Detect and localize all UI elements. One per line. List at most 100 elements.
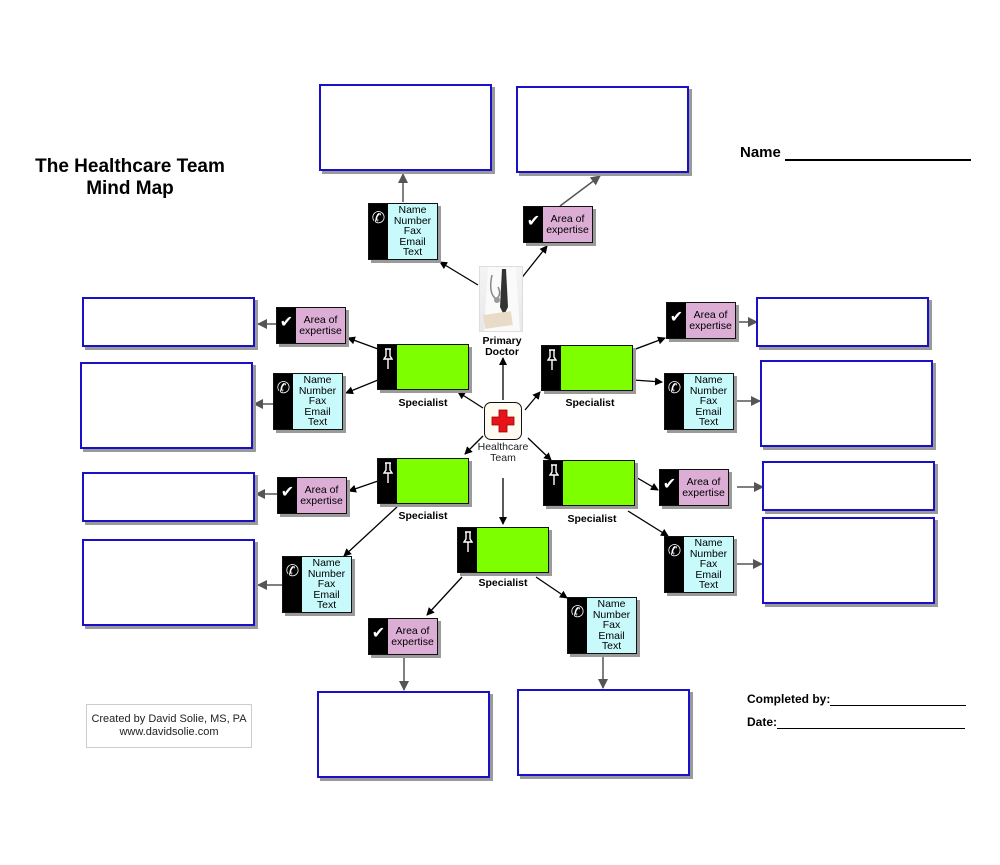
contact-fax: Fax: [308, 395, 327, 408]
contact-number: Number: [393, 214, 432, 227]
primary-doctor-line-1: Primary: [482, 335, 522, 347]
contact-text: Text: [698, 579, 719, 592]
blank-box[interactable]: [319, 84, 492, 171]
area-line-2: expertise: [546, 223, 589, 236]
area-line-2: expertise: [689, 319, 732, 332]
area-line-2: expertise: [300, 494, 343, 507]
contact-name: Name: [303, 374, 332, 387]
contact-number: Number: [298, 384, 337, 397]
connector: [632, 336, 666, 351]
blank-box[interactable]: [82, 297, 255, 347]
specialist-box[interactable]: [457, 527, 549, 573]
contact-fax: Fax: [602, 619, 621, 632]
connector: [464, 435, 484, 455]
credit-website: www.davidsolie.com: [119, 726, 219, 738]
specialist-box[interactable]: [543, 460, 635, 506]
contact-number: Number: [592, 608, 631, 621]
specialist-label: Specialist: [567, 513, 617, 525]
blank-box[interactable]: [516, 86, 689, 173]
doctor-icon: [483, 267, 520, 331]
phone-icon: ✆: [274, 374, 293, 429]
blank-box[interactable]: [82, 539, 255, 626]
date-label: Date:: [747, 715, 778, 729]
contact-email: Email: [304, 405, 331, 418]
phone-icon: ✆: [283, 557, 302, 612]
hub-label-line-1: Healthcare: [477, 441, 529, 453]
connector: [535, 576, 568, 599]
area-line-2: expertise: [682, 486, 725, 499]
area-line-1: Area of: [303, 314, 338, 326]
red-cross-icon: [491, 409, 515, 433]
contact-email: Email: [313, 588, 340, 601]
blank-box[interactable]: [80, 362, 253, 449]
name-underline[interactable]: [784, 145, 971, 161]
blank-box[interactable]: [517, 689, 690, 776]
connector: [527, 437, 552, 461]
phone-icon: ✆: [568, 598, 587, 653]
blank-box[interactable]: [760, 360, 933, 447]
connector: [457, 391, 484, 409]
contact-number: Number: [307, 567, 346, 580]
contact-email: Email: [399, 235, 426, 248]
name-field[interactable]: Name: [740, 144, 971, 161]
connector: [347, 336, 379, 350]
connector: [632, 377, 663, 386]
blank-box[interactable]: [762, 517, 935, 604]
pushpin-icon: [542, 346, 561, 390]
completed-by-underline[interactable]: [830, 694, 967, 706]
specialist-field[interactable]: [397, 345, 468, 389]
doctor-photo: [479, 266, 523, 332]
phone-icon: ✆: [665, 537, 684, 592]
area-line-1: Area of: [550, 213, 585, 225]
credit-author: Created by David Solie, MS, PA: [91, 713, 247, 725]
specialist-field[interactable]: [397, 459, 468, 503]
pushpin-icon: [378, 345, 397, 389]
contact-fax: Fax: [317, 578, 336, 591]
connector: [345, 379, 379, 395]
specialist-box[interactable]: [541, 345, 633, 391]
contact-text: Text: [402, 246, 423, 259]
connector: [439, 261, 479, 286]
specialist-box[interactable]: [377, 344, 469, 390]
specialist-field[interactable]: [563, 461, 634, 505]
healthcare-team-hub: [484, 402, 522, 440]
specialist-field[interactable]: [561, 346, 632, 390]
date-underline[interactable]: [777, 717, 966, 729]
completed-by-field[interactable]: Completed by:: [747, 692, 967, 706]
checkmark-icon: ✔: [369, 619, 388, 654]
specialist-label: Specialist: [398, 510, 448, 522]
contact-number: Number: [689, 384, 728, 397]
phone-icon: ✆: [665, 374, 684, 429]
contact-name: Name: [312, 557, 341, 570]
blank-box[interactable]: [756, 297, 929, 347]
blank-box[interactable]: [762, 461, 935, 511]
specialist-label: Specialist: [565, 397, 615, 409]
specialist-box[interactable]: [377, 458, 469, 504]
title-line-1: The Healthcare Team: [35, 156, 225, 177]
specialist-field[interactable]: [477, 528, 548, 572]
name-label: Name: [740, 144, 781, 161]
phone-icon: ✆: [369, 204, 388, 259]
specialist-label: Specialist: [398, 397, 448, 409]
date-field[interactable]: Date:: [747, 715, 966, 729]
blank-box[interactable]: [82, 472, 255, 522]
contact-number: Number: [689, 547, 728, 560]
area-line-2: expertise: [299, 324, 342, 337]
page-title: The Healthcare Team Mind Map: [20, 156, 240, 200]
connector: [519, 245, 548, 281]
blank-box[interactable]: [317, 691, 490, 778]
connector: [524, 391, 541, 411]
